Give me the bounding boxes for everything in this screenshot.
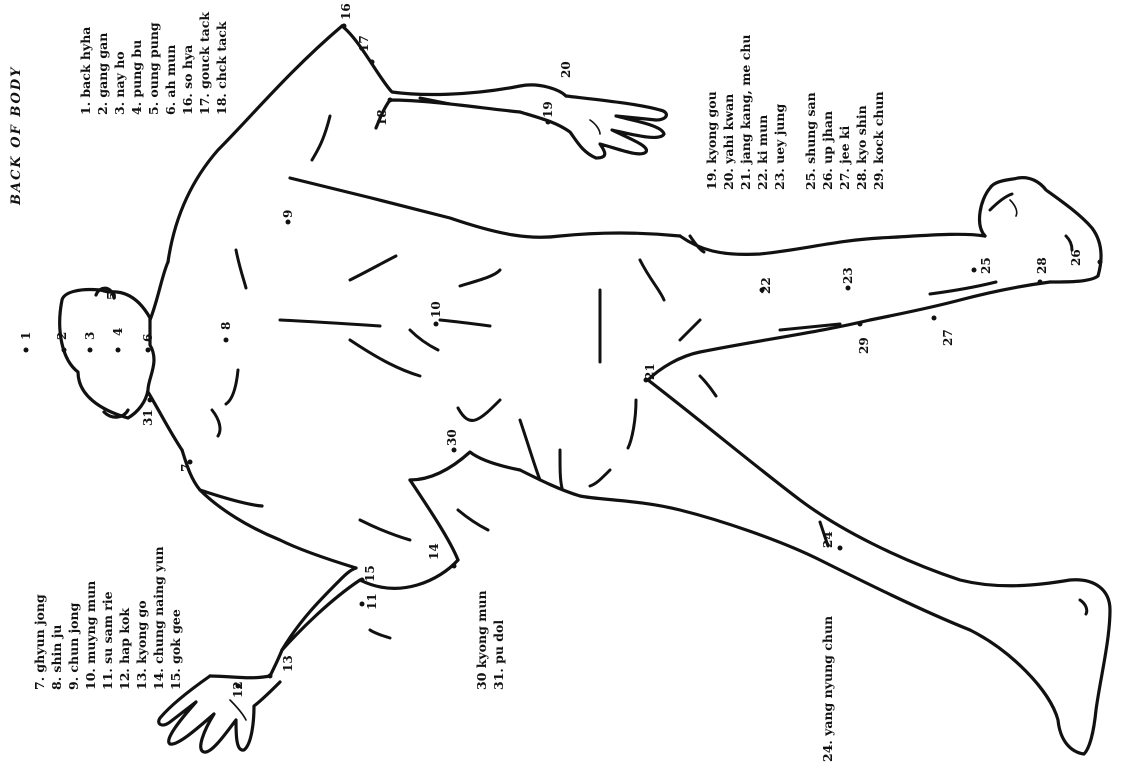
svg-text:12. hap kok: 12. hap kok bbox=[117, 608, 132, 690]
svg-text:30 kyong mun: 30 kyong mun bbox=[474, 590, 489, 690]
point-label-24: 24 bbox=[821, 531, 835, 548]
svg-text:26. up jhan: 26. up jhan bbox=[820, 111, 835, 190]
point-label-19: 19 bbox=[541, 101, 555, 118]
legend-top-left: 1. back hyha 2. gang gan 3. nay ho 4. pu… bbox=[78, 12, 229, 115]
svg-text:10. muyng mun: 10. muyng mun bbox=[83, 581, 98, 690]
svg-text:3. nay ho: 3. nay ho bbox=[112, 51, 127, 115]
svg-text:2. gang gan: 2. gang gan bbox=[95, 33, 110, 115]
svg-text:29. kock chun: 29. kock chun bbox=[871, 91, 886, 190]
point-label-3: 3 bbox=[83, 332, 97, 340]
point-label-11: 11 bbox=[365, 593, 379, 610]
svg-text:18. chck tack: 18. chck tack bbox=[214, 21, 229, 115]
legend-bottom-right: 24. yang nyung chun bbox=[820, 616, 835, 762]
legend-bottom-left: 7. ghyun jong 8. shin ju 9. chun jong 10… bbox=[32, 546, 183, 690]
svg-text:28. kyo shin: 28. kyo shin bbox=[854, 105, 869, 190]
point-label-14: 14 bbox=[427, 543, 441, 560]
point-label-5: 5 bbox=[105, 292, 119, 300]
svg-text:5. oung pung: 5. oung pung bbox=[146, 22, 161, 115]
point-label-9: 9 bbox=[281, 210, 295, 218]
body-outline bbox=[60, 26, 1110, 754]
point-label-6: 6 bbox=[141, 334, 155, 342]
point-label-30: 30 bbox=[445, 429, 459, 446]
point-label-13: 13 bbox=[281, 655, 295, 672]
svg-text:7. ghyun jong: 7. ghyun jong bbox=[32, 594, 47, 690]
point-label-10: 10 bbox=[429, 301, 443, 318]
svg-text:6. ah mun: 6. ah mun bbox=[163, 45, 178, 115]
svg-text:4. pung bu: 4. pung bu bbox=[129, 40, 144, 115]
point-label-16: 16 bbox=[339, 3, 353, 20]
acupoint-dots bbox=[24, 24, 1103, 689]
legend-top-right-2: 25. shung san 26. up jhan 27. jee ki 28.… bbox=[803, 91, 886, 190]
point-label-4: 4 bbox=[111, 328, 125, 336]
svg-text:13. kyong go: 13. kyong go bbox=[134, 600, 149, 690]
point-label-1: 1 bbox=[19, 332, 33, 340]
svg-text:22. ki mun: 22. ki mun bbox=[755, 115, 770, 190]
point-label-28: 28 bbox=[1035, 257, 1049, 274]
svg-text:14. chung naing yun: 14. chung naing yun bbox=[151, 546, 166, 690]
svg-text:15. gok gee: 15. gok gee bbox=[168, 609, 183, 690]
point-label-21: 21 bbox=[643, 363, 657, 380]
point-label-25: 25 bbox=[979, 257, 993, 274]
legend-top-right: 19. kyong gou 20. yahi kwan 21. jang kan… bbox=[704, 34, 787, 190]
point-label-27: 27 bbox=[941, 329, 955, 346]
svg-text:17. gouck tack: 17. gouck tack bbox=[197, 12, 212, 115]
svg-text:31. pu dol: 31. pu dol bbox=[491, 620, 506, 690]
legend-bottom-mid: 30 kyong mun 31. pu dol bbox=[474, 590, 506, 690]
point-label-20: 20 bbox=[559, 61, 573, 78]
svg-text:8. shin ju: 8. shin ju bbox=[49, 625, 64, 690]
point-label-31: 31 bbox=[141, 409, 155, 426]
svg-text:1. back hyha: 1. back hyha bbox=[78, 27, 93, 115]
point-label-29: 29 bbox=[857, 337, 871, 354]
point-label-22: 22 bbox=[759, 277, 773, 294]
svg-text:24. yang nyung chun: 24. yang nyung chun bbox=[820, 616, 835, 762]
point-label-23: 23 bbox=[841, 267, 855, 284]
point-label-2: 2 bbox=[55, 332, 69, 340]
svg-text:25. shung san: 25. shung san bbox=[803, 92, 818, 190]
svg-text:20. yahi kwan: 20. yahi kwan bbox=[721, 94, 736, 190]
svg-text:21. jang kang, me chu: 21. jang kang, me chu bbox=[738, 34, 753, 190]
svg-text:27. jee ki: 27. jee ki bbox=[837, 125, 852, 190]
point-label-12: 12 bbox=[231, 681, 245, 698]
point-label-8: 8 bbox=[219, 322, 233, 330]
point-label-7: 7 bbox=[179, 464, 193, 472]
svg-text:19. kyong gou: 19. kyong gou bbox=[704, 91, 719, 190]
svg-text:11. su sam rie: 11. su sam rie bbox=[100, 591, 115, 690]
svg-text:9. chun jong: 9. chun jong bbox=[66, 602, 81, 690]
point-label-18: 18 bbox=[375, 109, 389, 126]
acupoint-labels: 1 2 3 4 5 6 7 8 9 10 11 12 13 14 15 16 1… bbox=[19, 3, 1083, 698]
point-label-17: 17 bbox=[357, 35, 371, 52]
point-label-15: 15 bbox=[363, 565, 377, 582]
svg-text:16. so hya: 16. so hya bbox=[180, 45, 195, 115]
diagram-title: BACK OF BODY bbox=[9, 66, 24, 206]
point-label-26: 26 bbox=[1069, 249, 1083, 266]
svg-text:23. uey jung: 23. uey jung bbox=[772, 104, 787, 190]
